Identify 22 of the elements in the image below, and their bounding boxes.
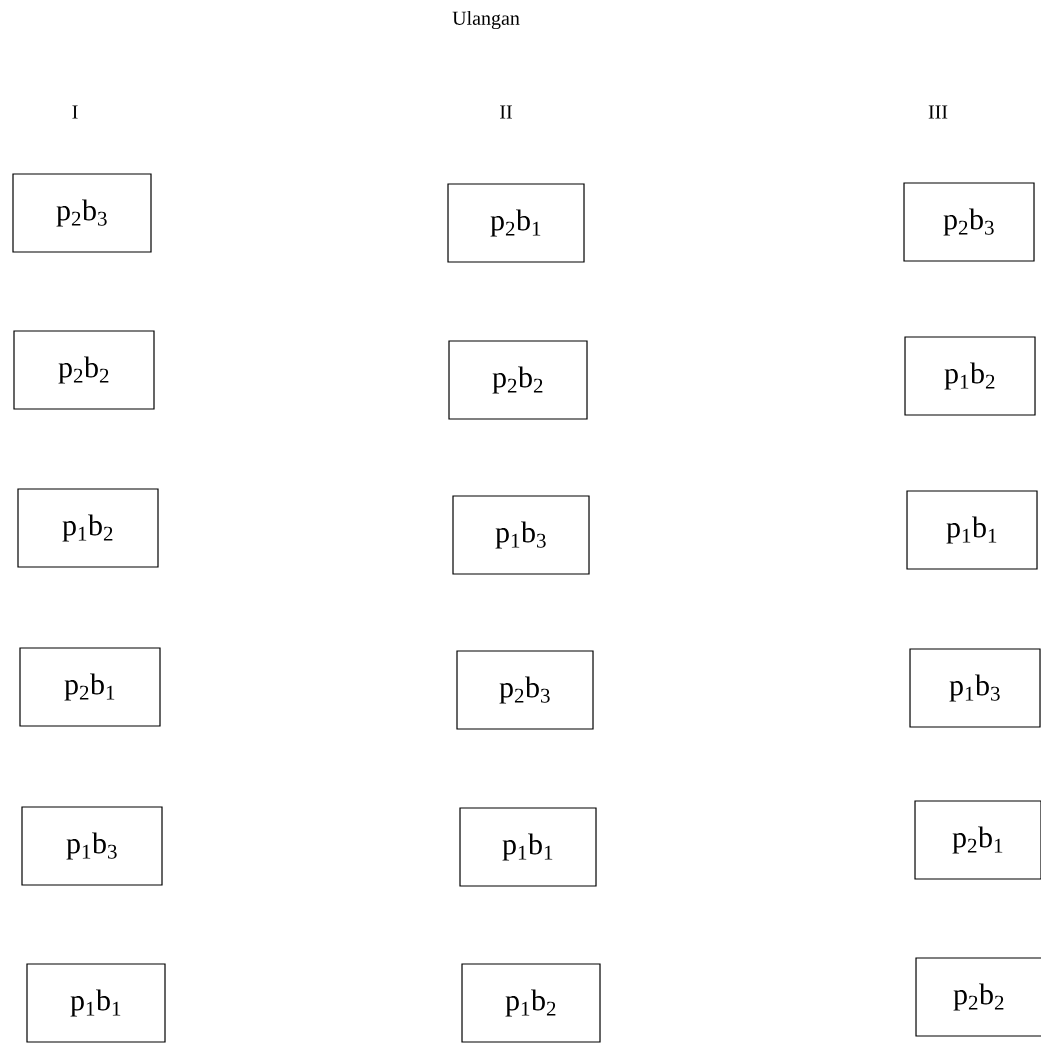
cell-box: p$_{2}$b$_{2}$: [915, 957, 1041, 1037]
cell-box: p$_{2}$b$_{2}$: [448, 340, 588, 420]
cell-box: p$_{1}$b$_{1}$: [459, 807, 597, 887]
column-label: I: [72, 105, 78, 119]
cell-box: p$_{1}$b$_{2}$: [904, 336, 1036, 416]
cell-box: p$_{1}$b$_{3}$: [452, 495, 590, 575]
cell-box: p$_{1}$b$_{1}$: [26, 963, 166, 1043]
cell-box: p$_{2}$b$_{1}$: [19, 647, 161, 727]
cell-box: p$_{2}$b$_{1}$: [914, 800, 1041, 880]
column-label: III: [928, 105, 948, 119]
column-label: II: [500, 105, 512, 119]
cell-box: p$_{1}$b$_{1}$: [906, 490, 1038, 570]
cell-box: p$_{1}$b$_{3}$: [909, 648, 1041, 728]
cell-box: p$_{2}$b$_{3}$: [456, 650, 594, 730]
heading: Ulangan: [452, 10, 520, 30]
cell-box: p$_{1}$b$_{2}$: [461, 963, 601, 1043]
cell-box: p$_{2}$b$_{3}$: [12, 173, 152, 253]
cell-box: p$_{2}$b$_{3}$: [903, 182, 1035, 262]
cell-box: p$_{1}$b$_{3}$: [21, 806, 163, 886]
cell-box: p$_{2}$b$_{1}$: [447, 183, 585, 263]
cell-box: p$_{2}$b$_{2}$: [13, 330, 155, 410]
cell-box: p$_{1}$b$_{2}$: [17, 488, 159, 568]
